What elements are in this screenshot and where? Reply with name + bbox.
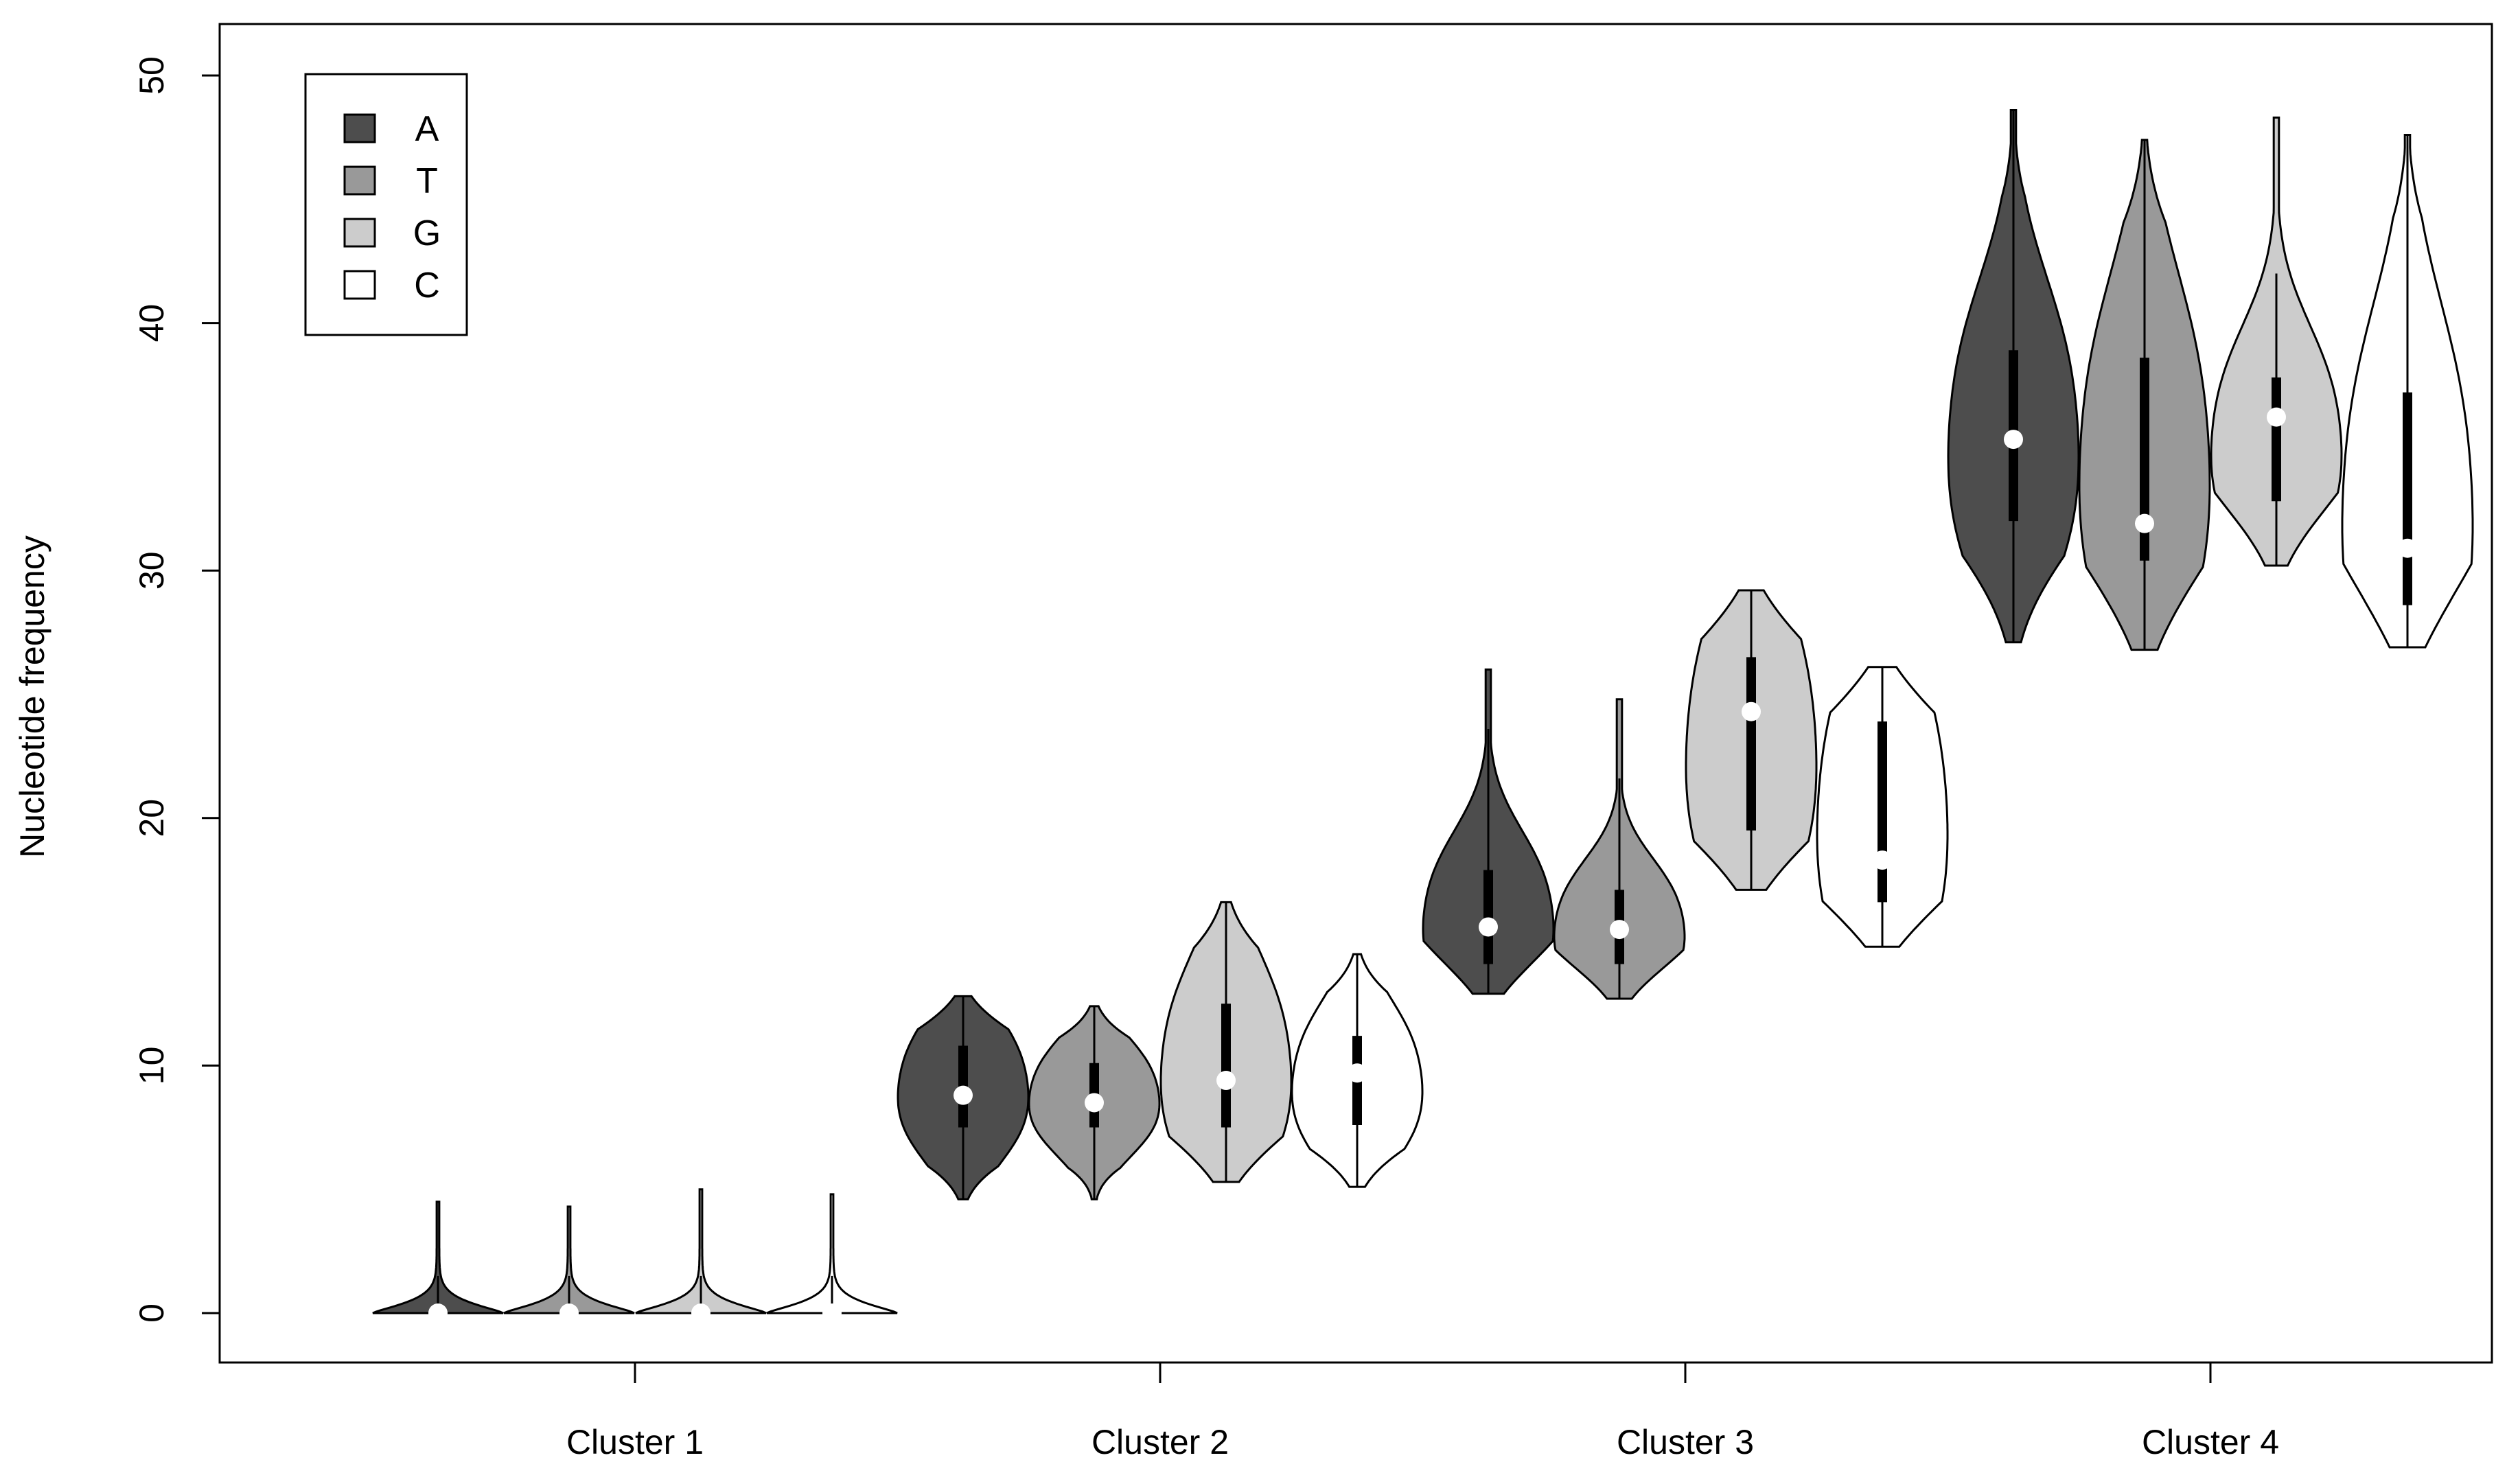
x-tick-label: Cluster 4 xyxy=(2142,1423,2279,1461)
y-tick-label: 10 xyxy=(132,1047,171,1085)
legend-swatch-T xyxy=(343,165,376,196)
violin-median-dot xyxy=(2004,430,2023,450)
violin-median-dot xyxy=(2135,513,2154,533)
violin-median-dot xyxy=(954,1085,973,1105)
violin-median-dot xyxy=(1085,1093,1104,1113)
y-tick-label: 50 xyxy=(132,56,171,95)
plot-frame xyxy=(218,23,2493,1364)
y-tick-label: 30 xyxy=(132,551,171,590)
legend-label-C: C xyxy=(414,266,440,305)
violin-T-1 xyxy=(503,1205,635,1314)
legend-box xyxy=(304,73,468,336)
violin-C-1 xyxy=(766,1193,898,1314)
legend-label-T: T xyxy=(416,161,438,201)
y-tick-label: 20 xyxy=(132,799,171,837)
violin-median-dot xyxy=(428,1303,448,1323)
legend-swatch-C xyxy=(343,270,376,300)
x-tick-label: Cluster 3 xyxy=(1617,1423,1754,1461)
violin-median-dot xyxy=(1610,920,1629,940)
violin-median-dot xyxy=(822,1303,842,1323)
violin-median-dot xyxy=(1479,917,1498,937)
y-tick-label: 40 xyxy=(132,304,171,343)
legend-label-A: A xyxy=(415,109,439,149)
legend-label-G: G xyxy=(413,213,441,253)
legend-swatch-G xyxy=(343,218,376,248)
violin-median-dot xyxy=(2267,407,2286,427)
violin-median-dot xyxy=(2398,538,2417,558)
violin-median-dot xyxy=(1348,1063,1367,1083)
violin-median-dot xyxy=(1873,850,1892,870)
violin-A-1 xyxy=(372,1201,504,1314)
x-tick-label: Cluster 1 xyxy=(566,1423,704,1461)
violin-median-dot xyxy=(559,1303,579,1323)
legend-swatch-A xyxy=(343,113,376,143)
violin-median-dot xyxy=(1216,1071,1236,1091)
violin-median-dot xyxy=(1742,702,1761,721)
violin-G-1 xyxy=(635,1188,767,1314)
y-tick-label: 0 xyxy=(132,1303,171,1323)
violin-median-dot xyxy=(691,1303,710,1323)
x-tick-label: Cluster 2 xyxy=(1091,1423,1229,1461)
y-axis-label: Nucleotide frequency xyxy=(13,535,51,858)
